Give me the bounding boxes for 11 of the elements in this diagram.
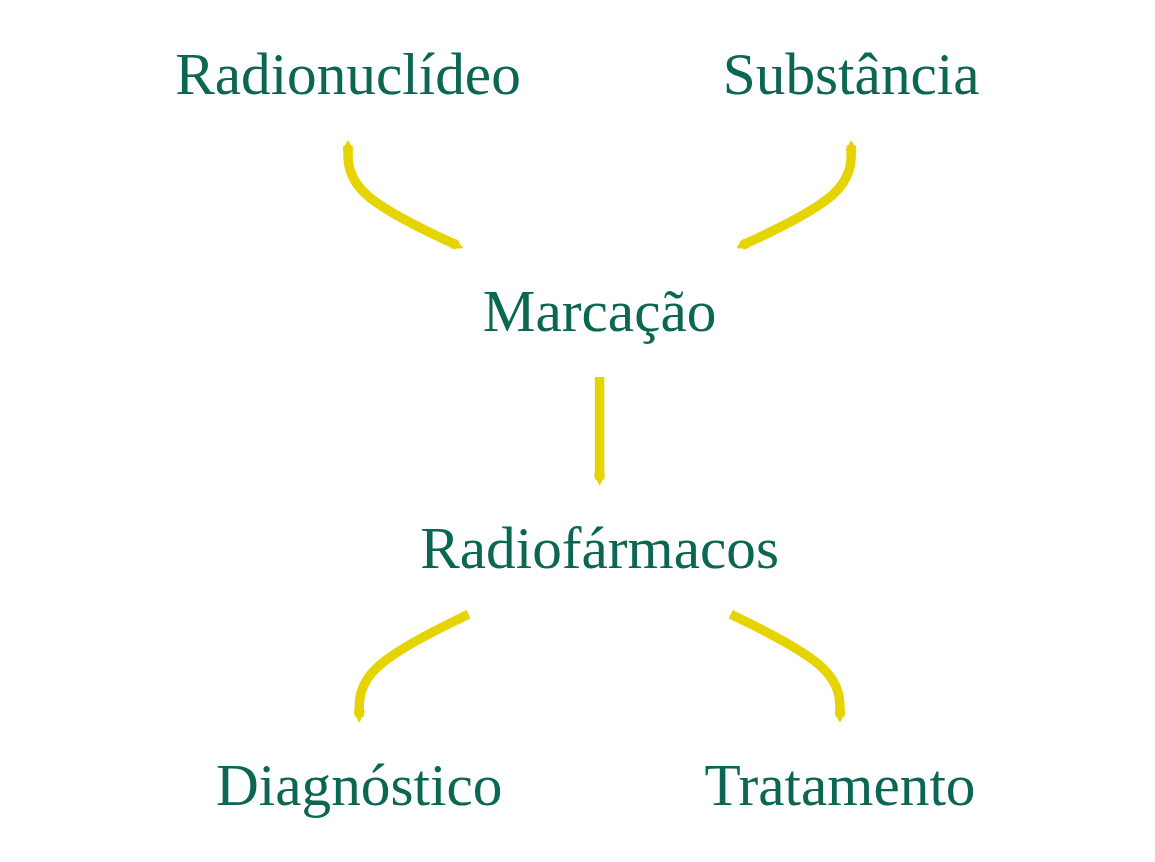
arrow bbox=[736, 140, 858, 250]
arrow bbox=[342, 140, 463, 250]
node-text: Diagnóstico bbox=[216, 752, 503, 819]
node-text: Marcação bbox=[482, 278, 717, 345]
node-text: Radiofármacos bbox=[420, 515, 780, 582]
node-text: Radionuclídeo bbox=[175, 41, 521, 108]
node-text: Substância bbox=[722, 41, 980, 108]
node-text: Tratamento bbox=[704, 752, 976, 819]
arrow bbox=[728, 609, 846, 723]
arrow bbox=[593, 377, 606, 486]
arrow bbox=[353, 609, 471, 723]
